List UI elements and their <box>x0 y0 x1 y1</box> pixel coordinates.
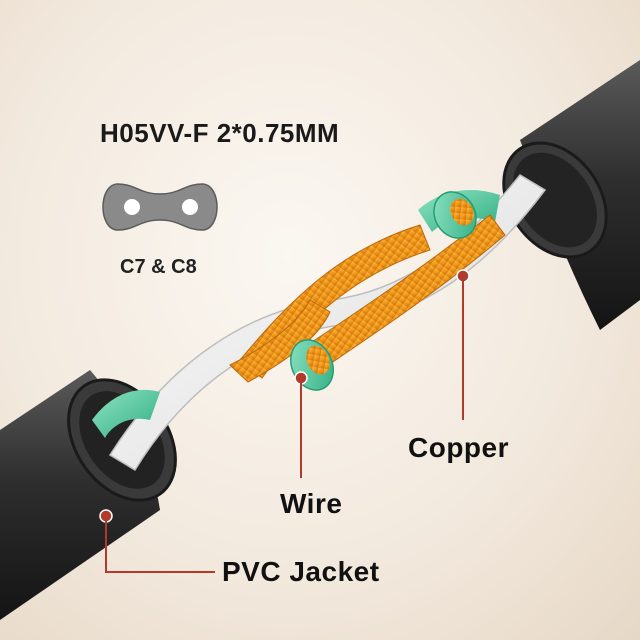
jacket-right <box>502 60 640 330</box>
label-wire: Wire <box>280 488 343 519</box>
cable-spec-title: H05VV-F 2*0.75MM <box>100 118 340 148</box>
copper-conductor-c <box>229 299 331 383</box>
c7-connector-icon <box>102 183 218 231</box>
callout-copper <box>456 269 470 420</box>
label-copper: Copper <box>408 432 509 463</box>
label-pvc-jacket: PVC Jacket <box>222 556 380 587</box>
copper-conductor-b <box>299 214 506 373</box>
connector-caption: C7 & C8 <box>120 256 197 278</box>
insulation-green-left <box>92 389 160 438</box>
callout-jacket <box>99 509 215 573</box>
callout-wire <box>294 371 308 478</box>
green-wire-end-top <box>433 191 477 239</box>
